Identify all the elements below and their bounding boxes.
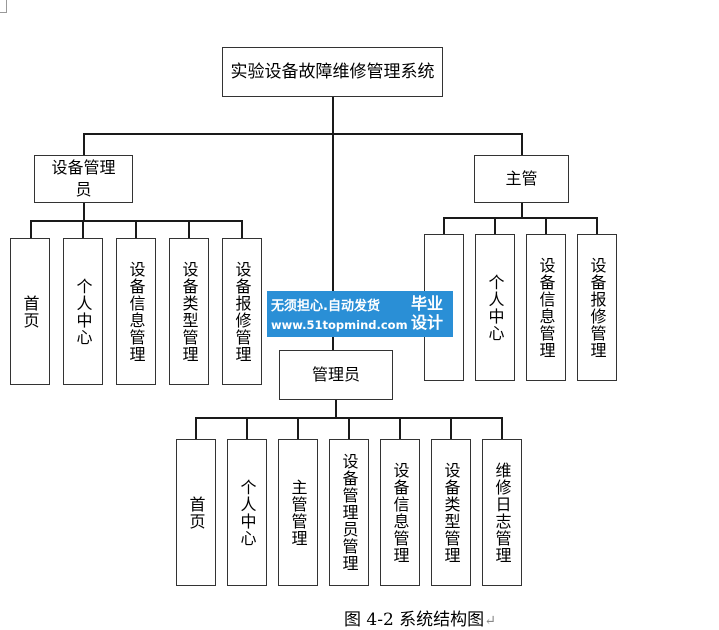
connector-line [82,220,84,239]
connector-line [450,417,452,440]
root-node: 实验设备故障维修管理系统 [222,47,443,97]
connector-line [443,217,597,219]
role-node-supervisor: 主管 [474,155,569,203]
connector-line [596,217,598,235]
connector-line [246,417,248,440]
role-node-admin: 管理员 [279,350,393,400]
caption-text: 图 4-2 系统结构图 [344,610,485,630]
watermark-slogan: 无须担心.自动发货 [271,299,380,314]
connector-line [135,220,137,239]
module-node: 设备报修管理 [222,238,262,385]
watermark-banner: 无须担心.自动发货 www.51topmind.com 毕业设计 [267,291,453,337]
connector-line [241,220,243,239]
connector-line [501,417,503,440]
connector-line [297,417,299,440]
module-node: 设备管理员管理 [329,439,369,586]
connector-line [494,217,496,235]
connector-line [443,217,445,235]
module-node: 个人中心 [63,238,103,385]
connector-line [332,96,334,351]
role-node-equipment-manager: 设备管理员 [34,155,133,203]
connector-line [521,133,523,156]
module-node: 个人中心 [475,234,515,381]
module-node: 设备报修管理 [577,234,617,381]
module-node: 设备信息管理 [116,238,156,385]
connector-line [348,417,350,440]
connector-line [335,399,337,418]
module-node: 主管管理 [278,439,318,586]
connector-line [83,133,522,135]
module-node: 维修日志管理 [482,439,522,586]
page-corner-mark [0,0,7,13]
connector-line [188,220,190,239]
connector-line [545,217,547,235]
module-node: 设备信息管理 [526,234,566,381]
connector-line [521,202,523,218]
watermark-badge: 毕业设计 [410,294,443,332]
module-node: 首页 [176,439,216,586]
module-node: 个人中心 [227,439,267,586]
connector-line [83,202,85,221]
connector-line [83,133,85,156]
module-node: 首页 [10,238,50,385]
figure-caption: 图 4-2 系统结构图↵ [344,605,496,630]
module-node: 设备类型管理 [431,439,471,586]
connector-line [399,417,401,440]
module-node: 设备信息管理 [380,439,420,586]
watermark-text-block: 无须担心.自动发货 www.51topmind.com [271,295,408,332]
paragraph-mark-icon: ↵ [484,613,496,629]
connector-line [30,220,32,239]
module-node: 设备类型管理 [169,238,209,385]
connector-line [195,417,197,440]
watermark-url: www.51topmind.com [271,318,408,332]
